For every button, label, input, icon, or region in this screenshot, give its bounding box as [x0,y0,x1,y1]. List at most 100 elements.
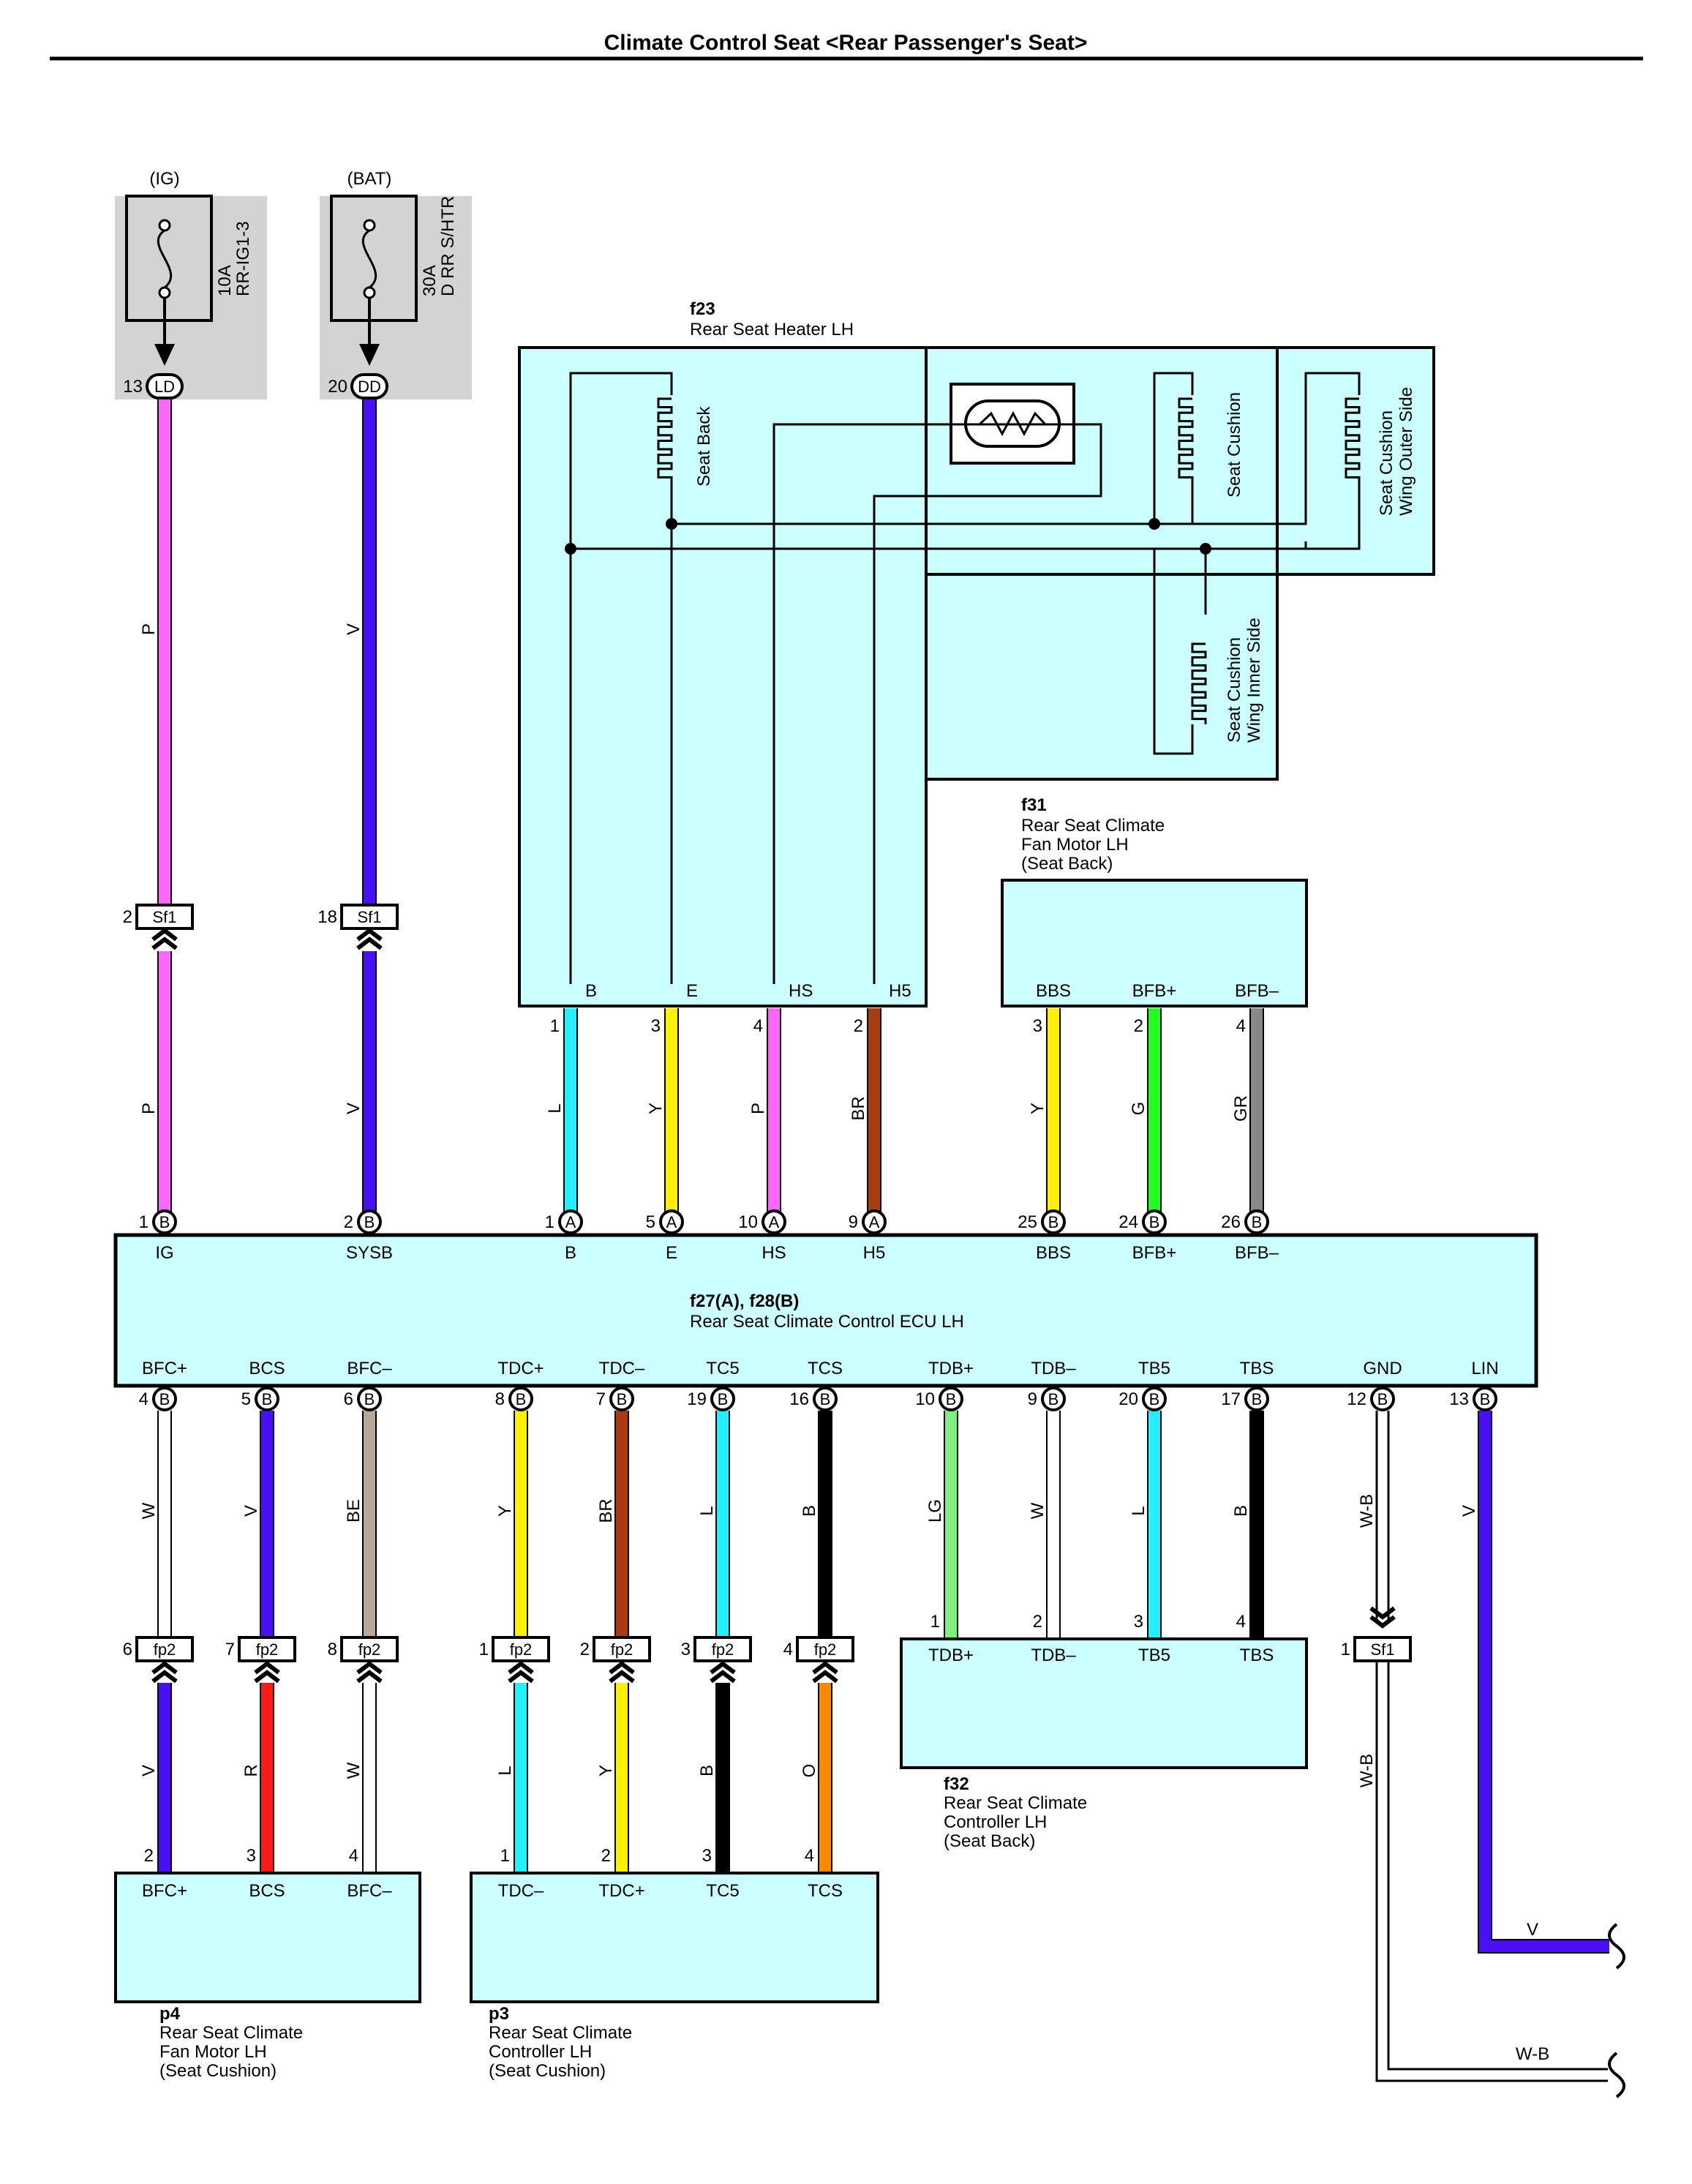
ecu-bottom-label: TDB– [1031,1359,1076,1378]
fp2-connector-box [238,1636,296,1662]
wire-label-lower: LG [925,1499,945,1523]
fuse-pin: 13 [123,377,143,397]
break-mark-icon [1608,1923,1625,1970]
heater-pin: 4 [753,1016,763,1036]
fuse-element [362,229,377,289]
sf1-connector-pin: 18 [317,907,337,927]
ecu-top-pin-conn: B [364,1213,375,1231]
ecu-top-label: HS [762,1243,786,1263]
ecu-top-pin-conn: A [869,1213,880,1231]
ecu-top-label: BFB– [1235,1243,1279,1263]
ecu-bottom-pin-pin: 10 [915,1389,935,1409]
wire-label-sub: O [800,1764,819,1778]
ecu-bottom-pin-conn: B [1149,1390,1160,1408]
heater-terminal-label: E [686,981,698,1001]
wire-label-lower: L [1129,1506,1148,1515]
ecu-bottom-label: LIN [1471,1359,1498,1378]
fp2-connector-box [693,1636,752,1662]
sf1-gnd-connector-box [1353,1636,1412,1662]
heater-terminal-label: B [585,981,597,1001]
ecu-box [113,1233,1538,1388]
ecu-top-pin-circle [1244,1209,1269,1234]
fp2-connector-pin: 3 [681,1640,691,1659]
heater-element-label: Seat Cushion [1377,410,1396,516]
ctrl-back-pin: 1 [930,1612,940,1632]
ctrl-back-id: f32 [944,1774,969,1794]
ecu-top-pin-pin: 1 [139,1212,148,1232]
fuse-connector [350,373,388,399]
sf1-connector-box [340,904,399,930]
ctrl-back-name3: (Seat Back) [944,1831,1035,1851]
fuse-pin: 20 [328,377,347,397]
wire-label-lower: W-B [1357,1494,1377,1528]
ctrl-cushion-name2: Controller LH [489,2042,592,2062]
ctrl-back-pin: 4 [1236,1612,1246,1632]
ecu-top-pin-pin: 25 [1018,1212,1037,1232]
fuse-connector-label: LD [154,378,175,396]
ctrl-back-pin: 3 [1134,1612,1143,1632]
fp2-chevron [710,1661,736,1684]
ecu-bottom-label: TBS [1240,1359,1274,1378]
sf1-chevron-stroke [151,928,178,942]
ecu-top-pin-circle [1142,1209,1167,1234]
wire-mid [1251,1008,1263,1213]
ecu-top-pin-conn: A [565,1213,576,1231]
fan-cushion-terminal-label: BFC– [347,1881,392,1901]
heater-id: f23 [690,299,715,319]
ecu-top-pin-circle [762,1209,786,1234]
ecu-bottom-pin-conn: B [364,1390,375,1408]
junction-dot [1200,543,1211,555]
wire-label-mid: P [139,1103,159,1114]
wire-upper [364,399,375,904]
wire-lower [1048,1411,1059,1639]
ctrl-back-box [900,1637,1308,1769]
fan-cushion-terminal-label: BFC+ [142,1881,187,1901]
ecu-top-label: B [565,1243,576,1263]
fuse-source: (IG) [149,169,179,189]
wire-label-mid: V [344,1103,364,1114]
fuse-connector [146,373,184,399]
fuse-connector-label: DD [358,378,381,396]
fan-back-pin: 2 [1134,1016,1143,1036]
wire-label-mid: Y [646,1103,666,1114]
ecu-top-pin-circle [862,1209,887,1234]
fan-cushion-name3: (Seat Cushion) [159,2061,277,2081]
ctrl-cushion-box [470,1872,879,2003]
fan-cushion-pin: 3 [247,1846,256,1866]
ecu-bottom-pin-circle [813,1386,838,1411]
fp2-connector-pin: 8 [328,1640,337,1659]
fp2-connector-conn: fp2 [154,1640,176,1659]
fp2-connector-pin: 4 [783,1640,793,1659]
fan-cushion-name2: Fan Motor LH [159,2042,267,2062]
wire-sub [515,1683,527,1873]
ecu-bottom-pin-pin: 16 [789,1389,809,1409]
heater-conductor [772,423,1102,984]
ecu-top-pin-pin: 26 [1221,1212,1241,1232]
wire-label-sub: R [241,1764,261,1776]
wire-label-lower: L [697,1506,717,1515]
ecu-top-label: BFB+ [1132,1243,1177,1263]
seat-cushion-inner-heater-icon [1191,642,1207,724]
fan-cushion-pin: 4 [349,1846,358,1866]
ecu-bottom-pin-pin: 20 [1118,1389,1138,1409]
ecu-top-pin-conn: A [666,1213,677,1231]
ecu-bottom-pin-conn: B [1048,1390,1059,1408]
wire-sub [616,1683,628,1873]
fuse-terminal [363,286,376,299]
wire-label-upper: V [344,623,364,635]
ecu-bottom-pin-circle [1142,1386,1167,1411]
fp2-chevron-stroke [151,1670,178,1684]
ecu-top-pin-pin: 10 [738,1212,758,1232]
wire-mid [159,951,170,1213]
ecu-bottom-pin-conn: B [262,1390,273,1408]
ecu-bottom-pin-conn: B [946,1390,957,1408]
fan-back-box [1001,879,1308,1007]
fan-cushion-name: Rear Seat Climate [159,2023,303,2043]
fp2-chevron-stroke [254,1661,280,1675]
fp2-connector-box [135,1636,194,1662]
wire-sub [717,1683,729,1873]
ecu-top-pin-pin: 1 [545,1212,554,1232]
heater-conductor [1153,549,1194,755]
wire-label-lower: BE [344,1499,364,1523]
heater-element-label: Seat Cushion [1225,637,1244,743]
